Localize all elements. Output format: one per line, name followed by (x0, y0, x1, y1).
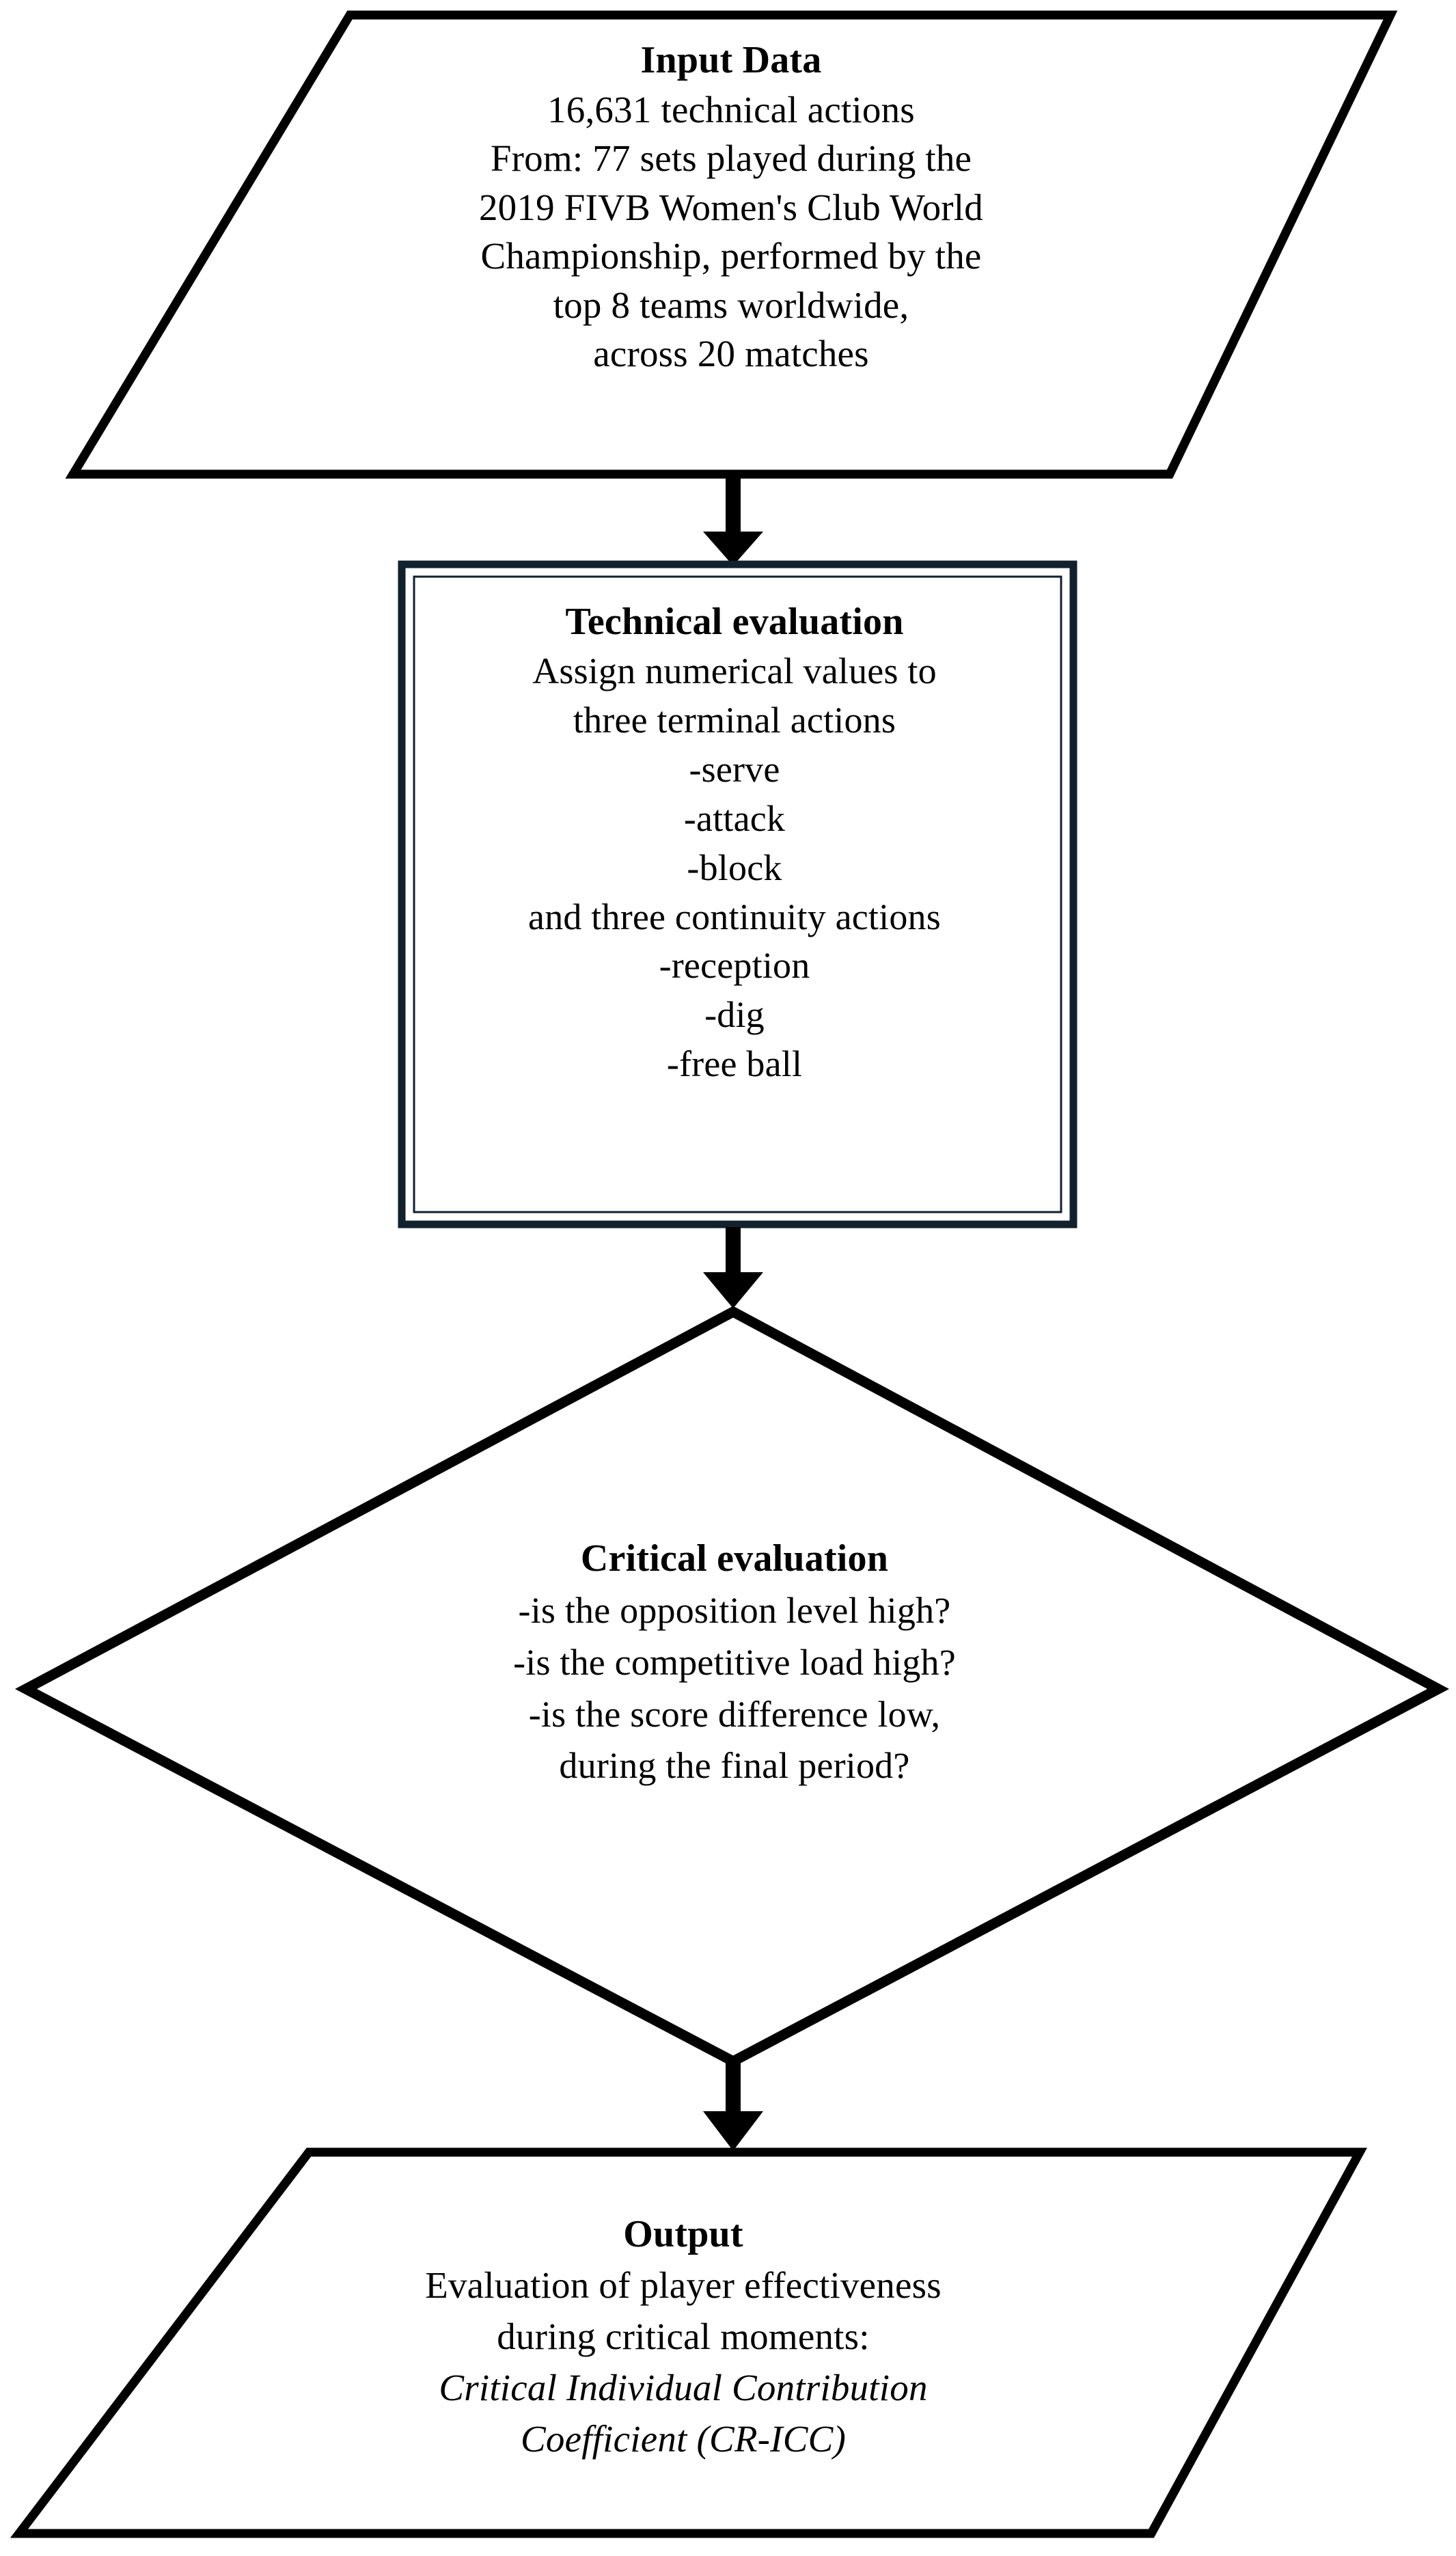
technical-evaluation-item-attack: -attack (683, 797, 786, 839)
output-title: Output (623, 2213, 743, 2255)
technical-evaluation-text-block: Technical evaluation Assign numerical va… (410, 596, 1059, 1089)
critical-evaluation-question-2: -is the competitive load high? (513, 1641, 956, 1683)
input-data-line-3: 2019 FIVB Women's Club World (478, 186, 983, 228)
output-parallelogram (10, 2147, 1367, 2538)
technical-evaluation-item-dig: -dig (704, 994, 765, 1036)
output-metric-name-line-1: Critical Individual Contribution (439, 2366, 928, 2408)
technical-evaluation-title: Technical evaluation (565, 601, 904, 643)
technical-evaluation-item-free-ball: -free ball (666, 1043, 803, 1084)
technical-evaluation-box-inner-rule (413, 575, 1062, 1213)
input-data-title: Input Data (640, 39, 822, 81)
technical-evaluation-line-2: three terminal actions (573, 700, 896, 741)
input-data-line-6: across 20 matches (593, 333, 869, 375)
critical-evaluation-text-block: Critical evaluation -is the opposition l… (383, 1532, 1086, 1792)
input-data-line-4: Championship, performed by the (480, 235, 982, 277)
technical-evaluation-line-3: and three continuity actions (528, 896, 941, 937)
input-data-line-2: From: 77 sets played during the (490, 137, 972, 180)
critical-evaluation-question-3-cont: during the final period? (559, 1745, 910, 1787)
output-line-1: Evaluation of player effectiveness (425, 2264, 942, 2307)
technical-evaluation-item-reception: -reception (659, 945, 810, 987)
technical-evaluation-item-serve: -serve (689, 749, 780, 791)
input-data-line-1: 16,631 technical actions (547, 88, 915, 130)
output-text-block: Output Evaluation of player effectivenes… (191, 2208, 1175, 2464)
input-data-text-block: Input Data 16,631 technical actions From… (205, 36, 1257, 379)
critical-evaluation-question-1: -is the opposition level high? (518, 1590, 951, 1632)
arrow-input-to-technical (703, 478, 763, 566)
input-data-line-5: top 8 teams worldwide, (553, 284, 909, 326)
output-line-2: during critical moments: (497, 2315, 870, 2357)
critical-evaluation-title: Critical evaluation (580, 1537, 889, 1580)
output-metric-name-line-2: Coefficient (CR-ICC) (521, 2417, 846, 2460)
arrow-technical-to-critical (703, 1227, 763, 1308)
technical-evaluation-line-1: Assign numerical values to (532, 650, 937, 692)
critical-evaluation-question-3: -is the score difference low, (528, 1693, 941, 1735)
input-data-parallelogram (65, 10, 1398, 479)
arrow-critical-to-output (703, 2058, 763, 2151)
technical-evaluation-item-block: -block (687, 847, 782, 888)
technical-evaluation-box (398, 560, 1077, 1228)
